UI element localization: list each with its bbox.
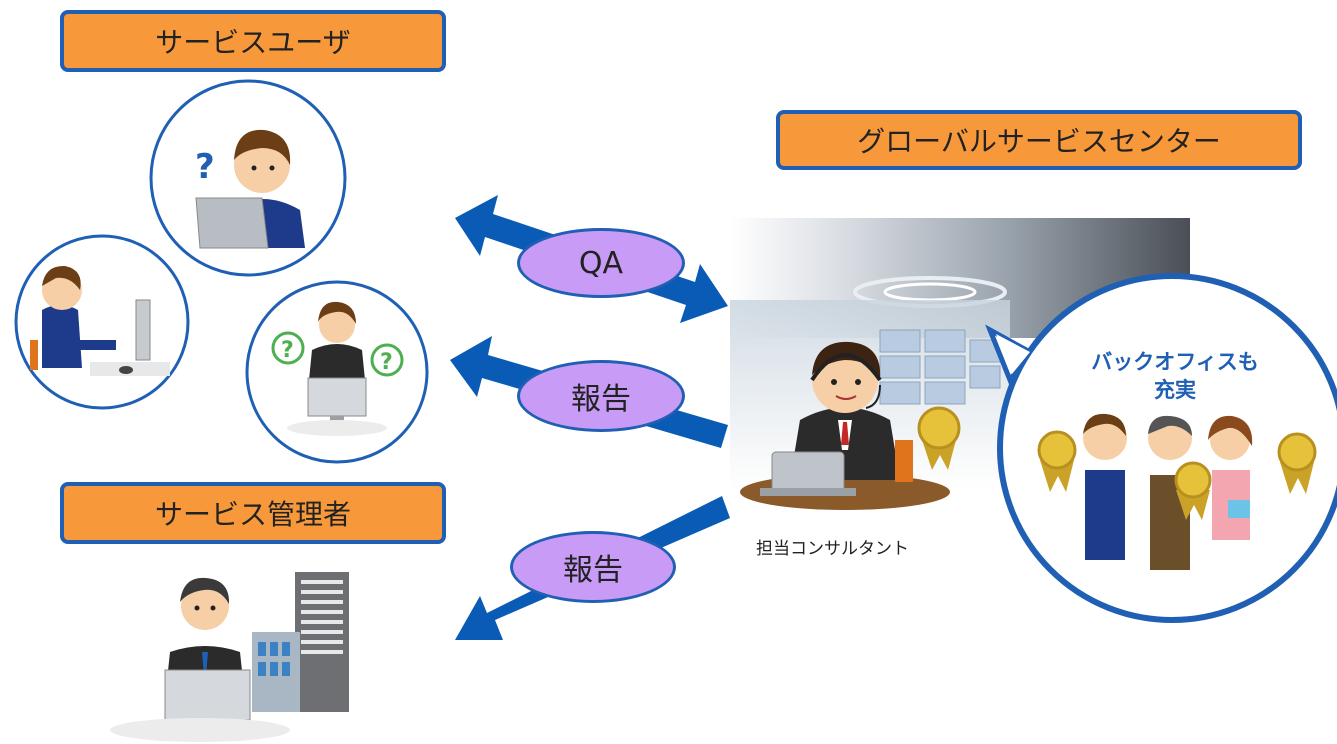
medal-icon [917, 406, 961, 470]
backoffice-callout [985, 273, 1337, 623]
svg-text:?: ? [281, 338, 294, 363]
backoffice-line2: 充実 [1154, 378, 1196, 402]
service-admin-label: サービス管理者 [60, 482, 446, 544]
service-user-text: サービスユーザ [155, 26, 351, 59]
user-desktop-illustration [14, 234, 190, 410]
user-confused-illustration: ? ? [245, 280, 429, 464]
backoffice-line1: バックオフィスも [1091, 350, 1259, 374]
report-bubble-admin: 報告 [510, 531, 676, 603]
global-service-center-label: グローバルサービスセンター [776, 110, 1302, 170]
user-question-illustration: ? [149, 79, 347, 277]
consultant-caption: 担当コンサルタント [756, 539, 909, 559]
svg-text:?: ? [195, 147, 215, 187]
service-admin-text: サービス管理者 [154, 498, 351, 531]
report-bubble-users-text: 報告 [571, 382, 631, 417]
staff-illustration [1083, 413, 1253, 570]
report-bubble-users: 報告 [517, 360, 685, 432]
admin-illustration [110, 572, 349, 742]
qa-bubble-text: QA [578, 245, 624, 281]
backoffice-text: バックオフィスも 充実 [1040, 348, 1310, 404]
medal-icon [1277, 432, 1317, 494]
consultant-illustration [740, 341, 961, 510]
global-service-center-text: グローバルサービスセンター [857, 125, 1221, 158]
medal-icon [1174, 461, 1212, 520]
report-bubble-admin-text: 報告 [563, 553, 623, 588]
qa-bubble: QA [517, 228, 685, 298]
medal-icon [1037, 430, 1077, 492]
svg-text:?: ? [380, 350, 393, 375]
service-user-label: サービスユーザ [60, 10, 446, 72]
